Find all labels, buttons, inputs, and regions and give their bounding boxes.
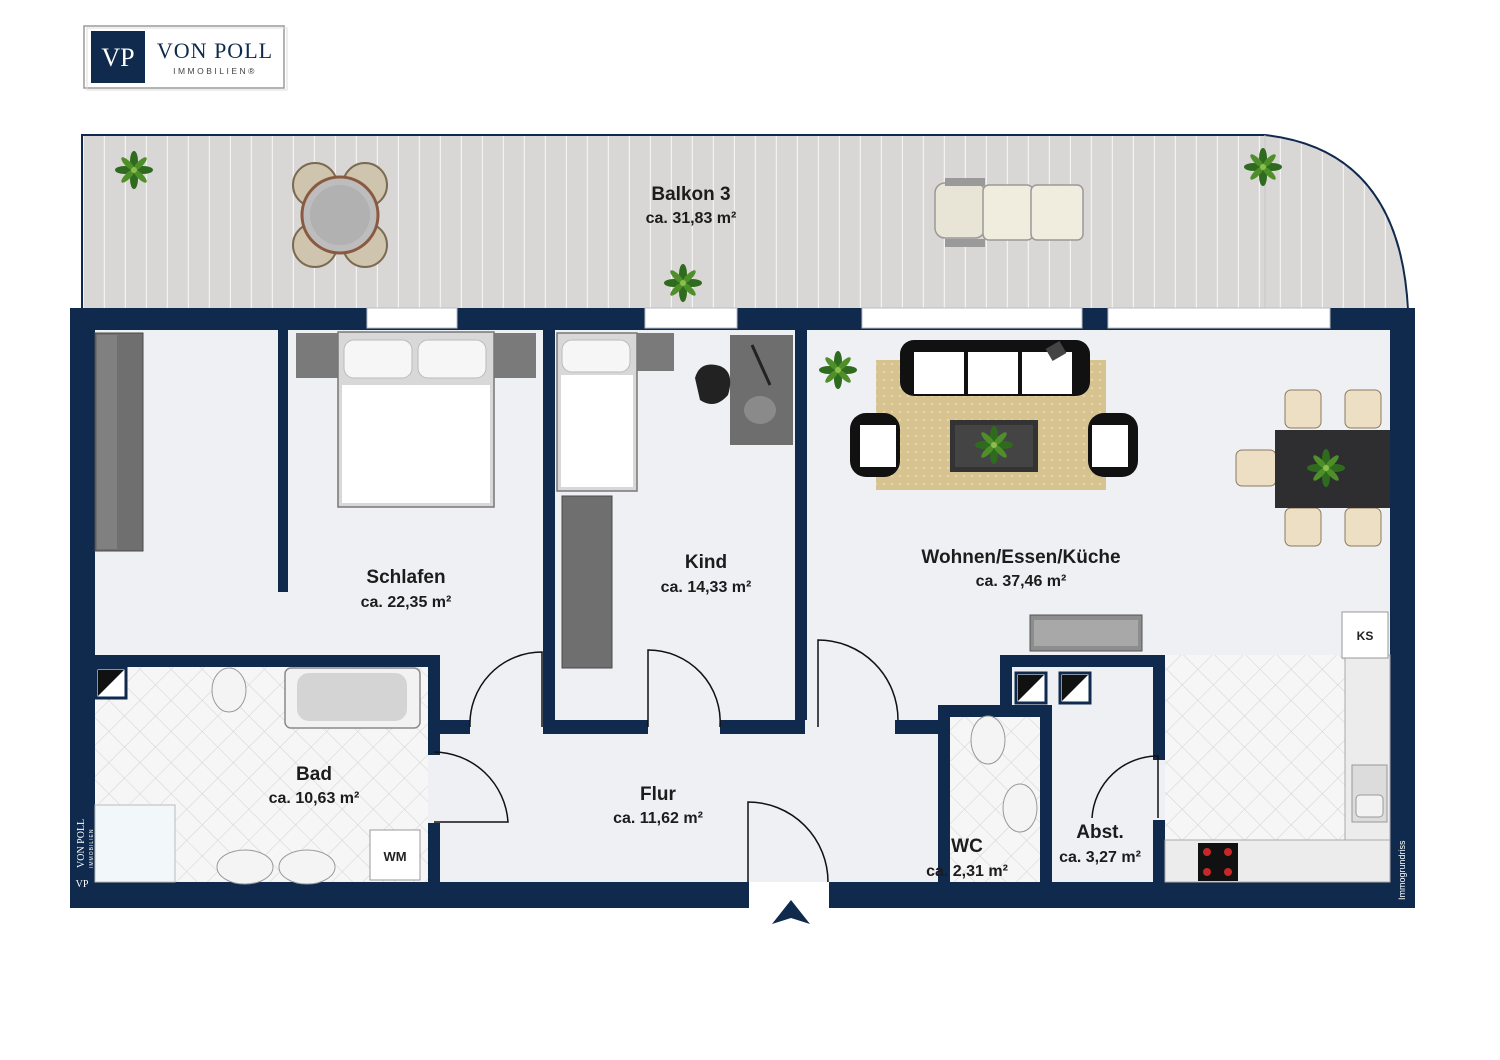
room-area-schlafen: ca. 22,35 m² (361, 594, 452, 611)
windows (366, 307, 1331, 329)
bathroom-fixtures (94, 667, 1038, 885)
door-swings (433, 639, 1159, 883)
room-name-wc: WC (951, 836, 983, 857)
entrance-arrow-icon (772, 900, 810, 924)
double-bed (296, 331, 536, 508)
shaft-icon (94, 666, 128, 700)
room-name-bad: Bad (296, 764, 332, 785)
sofa (900, 340, 1090, 396)
shaft-icon (1058, 671, 1092, 705)
side-brand-subtitle: IMMOBILIEN (89, 829, 95, 868)
room-name-schlafen: Schlafen (366, 567, 445, 588)
room-area-kind: ca. 14,33 m² (661, 579, 752, 596)
dining-set (1235, 389, 1390, 547)
room-area-flur: ca. 11,62 m² (613, 810, 703, 827)
kitchen-counter (1029, 611, 1391, 883)
balcony-deck (81, 134, 1410, 311)
fridge-label: KS (1357, 629, 1374, 643)
logo-monogram: VP (101, 43, 134, 72)
single-bed (556, 332, 674, 492)
logo-subtitle: IMMOBILIEN® (173, 66, 257, 76)
room-name-abst: Abst. (1076, 822, 1124, 843)
room-area-bad: ca. 10,63 m² (269, 790, 360, 807)
interior-walls (95, 330, 1165, 885)
side-brand-name: VON POLL (76, 819, 87, 868)
shaft-icon (1014, 671, 1048, 705)
room-area-abst: ca. 3,27 m² (1059, 849, 1141, 866)
armchairs (850, 413, 1138, 477)
brand-logo: VP VON POLL IMMOBILIEN® (83, 25, 288, 91)
room-area-balkon: ca. 31,83 m² (646, 210, 737, 227)
room-area-wc: ca. 2,31 m² (926, 863, 1008, 880)
desk (695, 335, 793, 445)
room-name-flur: Flur (640, 784, 676, 805)
room-name-kind: Kind (685, 552, 727, 573)
side-monogram: VP (76, 879, 89, 890)
patio-table (292, 162, 388, 268)
sun-lounger (934, 178, 1084, 247)
room-area-wohnen: ca. 37,46 m² (976, 573, 1067, 590)
logo-name: VON POLL (157, 38, 273, 63)
credit-text: Immogrundriss (1397, 840, 1407, 900)
side-watermark: VP VON POLL IMMOBILIEN (72, 819, 95, 892)
room-name-balkon: Balkon 3 (651, 184, 730, 205)
washer-label: WM (383, 849, 406, 864)
room-name-wohnen: Wohnen/Essen/Küche (921, 547, 1120, 568)
room-labels: Balkon 3 ca. 31,83 m² Schlafen ca. 22,35… (269, 184, 1141, 880)
kids-wardrobe (561, 495, 613, 669)
